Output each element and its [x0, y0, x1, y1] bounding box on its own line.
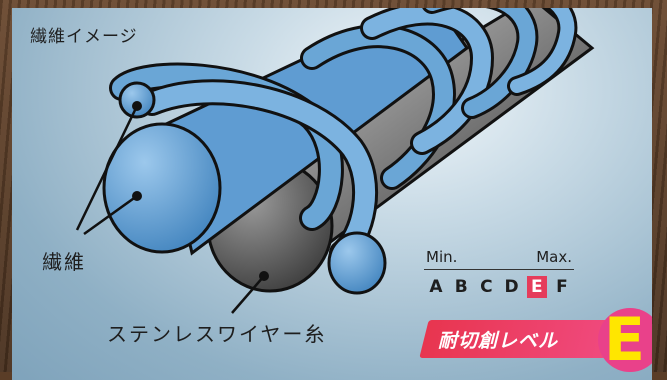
scale-level-a: A [429, 277, 443, 297]
fiber-label: 繊維 [42, 250, 86, 274]
illustration-title: 繊維イメージ [30, 27, 138, 47]
cut-level-badge-text: 耐切創レベル [438, 330, 559, 352]
scale-level-e: E [526, 276, 547, 298]
cut-level-circle [598, 308, 652, 372]
scale-max-label: Max. [536, 248, 572, 266]
scale-level-b: B [454, 277, 468, 297]
illustration-panel: 繊維イメージ 繊維 ステンレスワイヤー糸 Min. Max. A B C D E… [12, 8, 652, 380]
fiber-end [102, 122, 222, 254]
scale-levels: A B C D E F [424, 276, 574, 298]
bottom-fiber-end [327, 231, 387, 295]
scale-min-label: Min. [426, 248, 458, 266]
scale-range: Min. Max. [424, 248, 574, 270]
small-fiber-end [118, 81, 156, 119]
cut-level-scale: Min. Max. A B C D E F [424, 248, 574, 298]
scale-level-c: C [480, 277, 493, 297]
scale-level-f: F [556, 277, 568, 297]
wire-label: ステンレスワイヤー糸 [107, 322, 327, 346]
fiber-cable-illustration [75, 8, 595, 314]
cut-level-letter: E [604, 305, 645, 375]
scale-level-d: D [504, 277, 519, 297]
